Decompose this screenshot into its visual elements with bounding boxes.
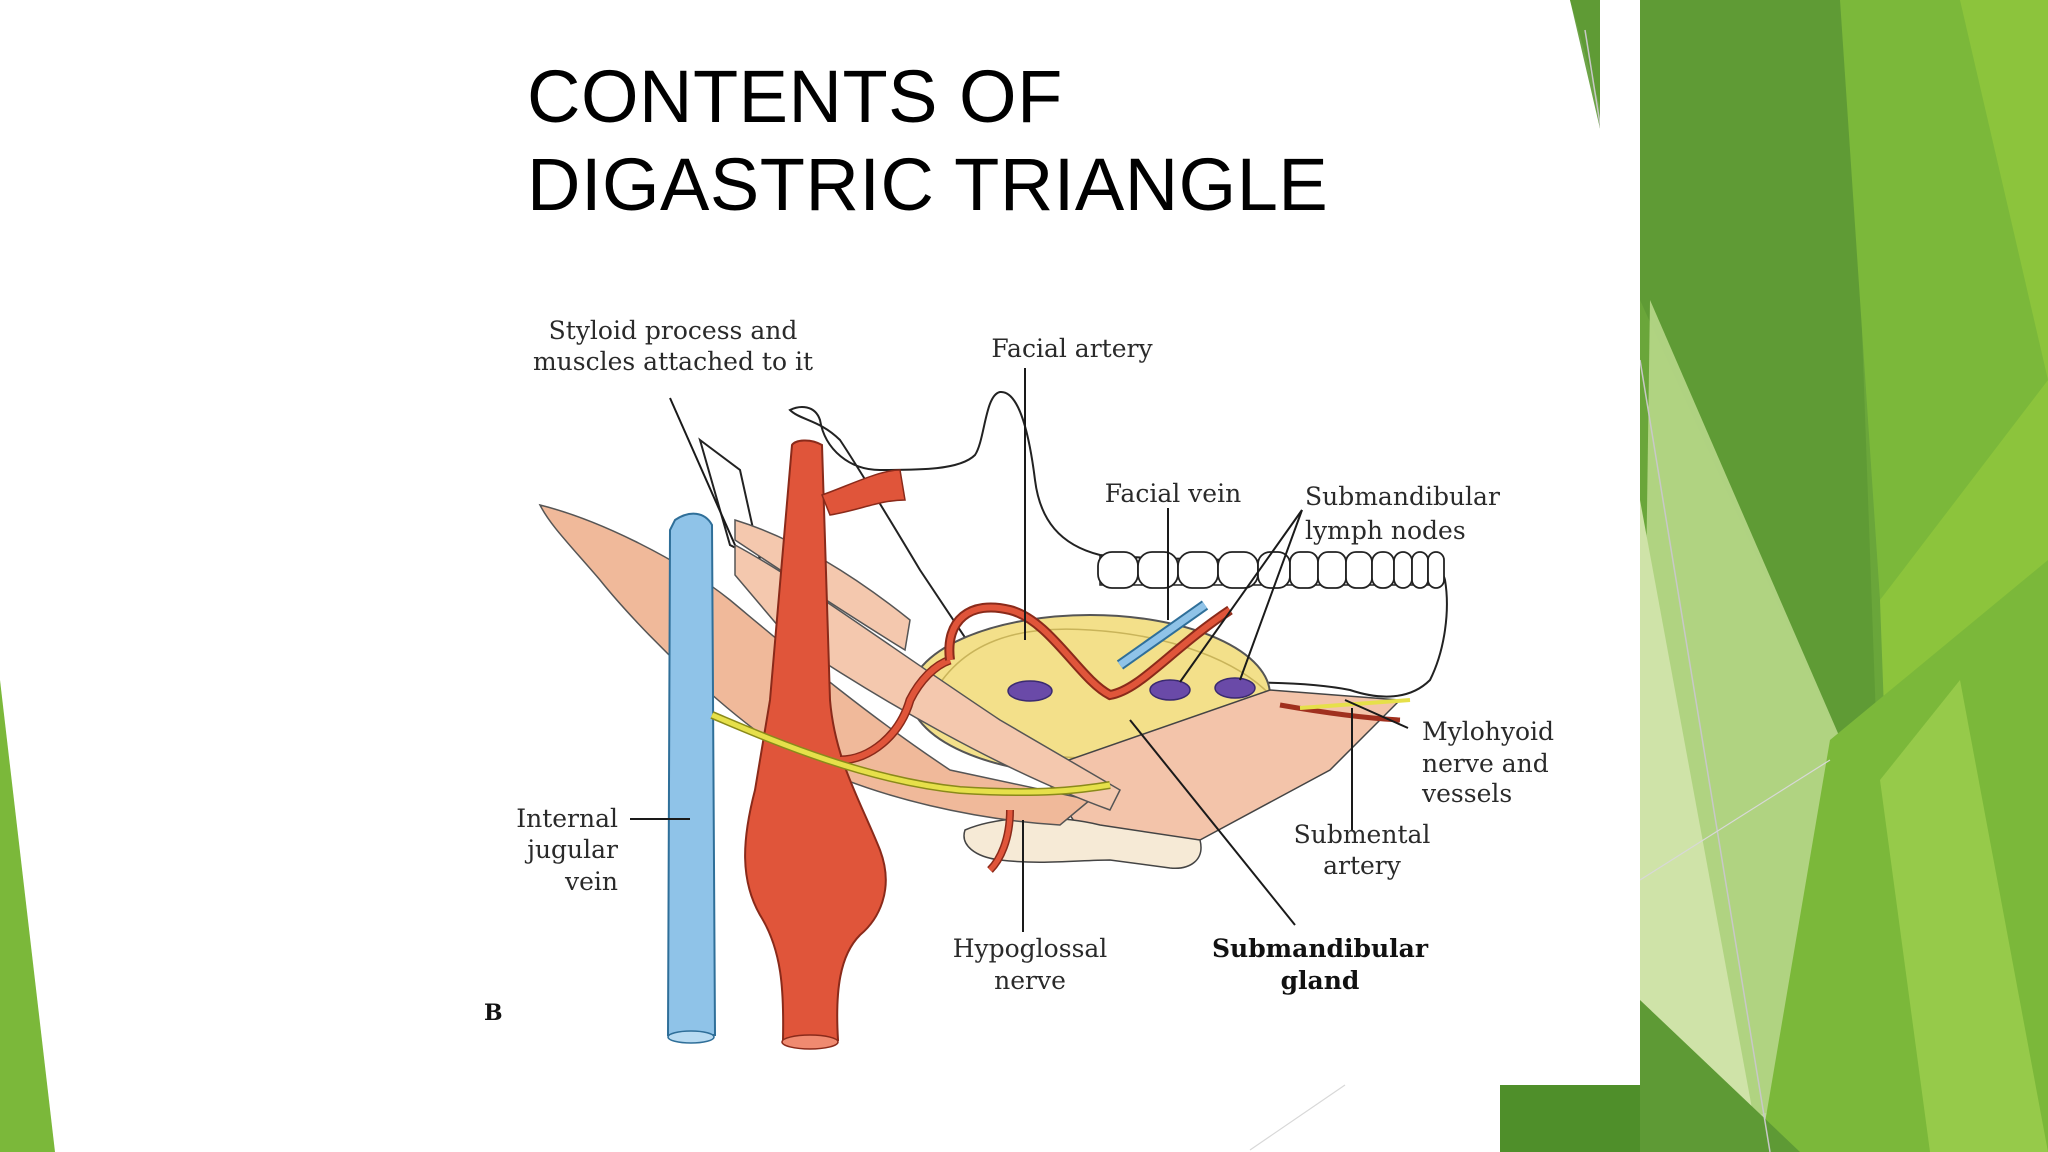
carotid-arteries xyxy=(744,439,952,1050)
label-lymph-nodes-2: lymph nodes xyxy=(1305,516,1466,545)
slide-title-line-1: CONTENTS OF xyxy=(527,55,1063,138)
teeth xyxy=(1097,551,1445,589)
label-gland-1: Submandibular xyxy=(1212,934,1429,963)
label-facial-artery: Facial artery xyxy=(991,334,1153,363)
label-styloid-1: Styloid process and xyxy=(549,316,798,345)
diagram-labels: Styloid process and muscles attached to … xyxy=(484,316,1554,1026)
label-hypoglossal-1: Hypoglossal xyxy=(953,934,1108,963)
label-mylohyoid-2: nerve and xyxy=(1422,749,1549,778)
label-gland-2: gland xyxy=(1281,966,1360,995)
label-submental-artery-1: Submental xyxy=(1294,820,1431,849)
internal-jugular-vein xyxy=(666,512,717,1044)
slide-title-line-2: DIGASTRIC TRIANGLE xyxy=(527,143,1329,226)
label-hypoglossal-2: nerve xyxy=(994,966,1066,995)
label-lymph-nodes-1: Submandibular xyxy=(1305,482,1500,511)
label-ijv-2: jugular xyxy=(524,835,618,864)
label-ijv-1: Internal xyxy=(516,804,618,833)
lymph-nodes xyxy=(1007,677,1256,702)
leader-lines xyxy=(630,368,1409,932)
label-submental-artery-2: artery xyxy=(1323,851,1402,880)
label-mylohyoid-3: vessels xyxy=(1421,779,1512,808)
panel-letter: B xyxy=(484,1000,503,1026)
label-facial-vein: Facial vein xyxy=(1105,479,1241,508)
label-styloid-2: muscles attached to it xyxy=(533,347,813,376)
label-ijv-3: vein xyxy=(564,867,618,896)
label-mylohyoid-1: Mylohyoid xyxy=(1422,717,1554,746)
